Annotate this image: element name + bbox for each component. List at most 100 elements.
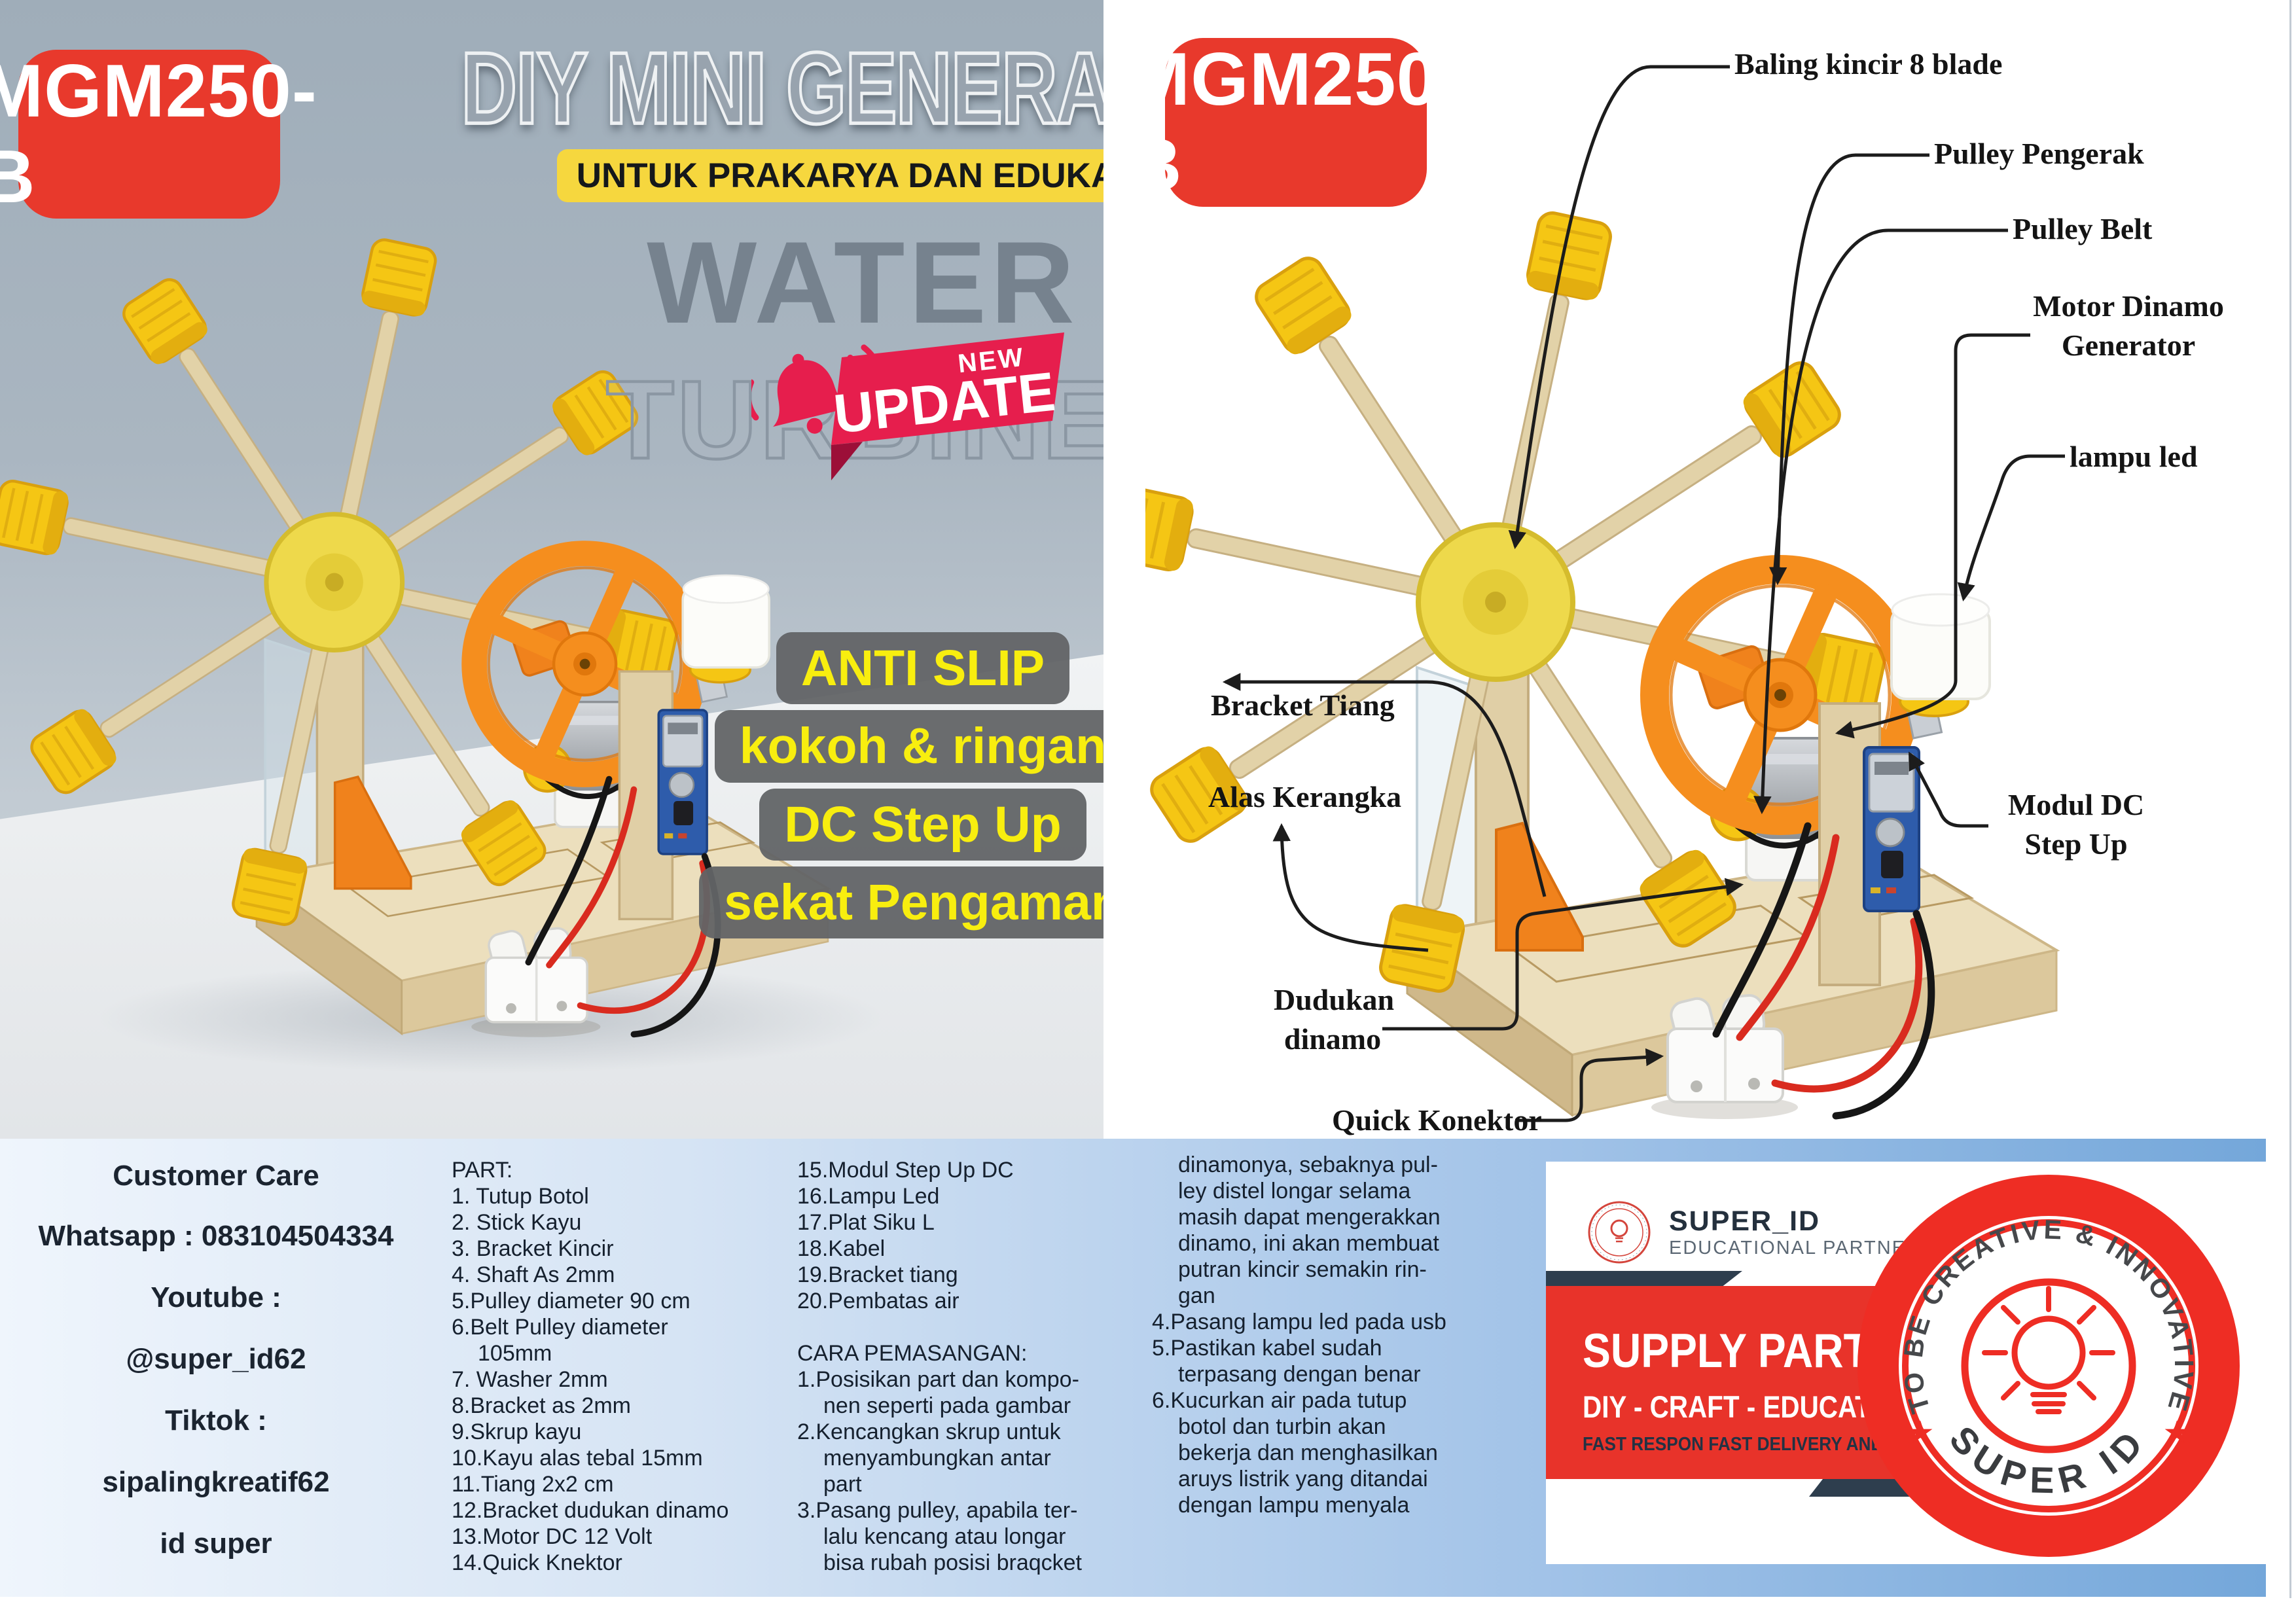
part-item: 7. Washer 2mm xyxy=(452,1367,608,1392)
part-list-column-1: PART: 1. Tutup Botol 2. Stick Kayu 3. Br… xyxy=(452,1157,805,1576)
assembly-step-continuation: masih dapat mengerakkan xyxy=(1178,1205,1441,1230)
assembly-step-continuation: dinamonya, sebaknya pul- xyxy=(1178,1152,1438,1177)
callout-alas-kerangka: Alas Kerangka xyxy=(1208,780,1402,813)
part-list-column-2: 15.Modul Step Up DC 16.Lampu Led 17.Plat… xyxy=(797,1157,1164,1576)
callout-dudukan-line2: dinamo xyxy=(1283,1022,1382,1056)
assembly-step: 2.Kencangkan skrup untuk xyxy=(797,1419,1061,1444)
part-item: 19.Bracket tiang xyxy=(797,1262,958,1287)
feature-kokoh-ringan: kokoh & ringan xyxy=(714,710,1103,783)
callout-quick-konektor: Quick Konektor xyxy=(1332,1103,1542,1137)
part-list-column-3: dinamonya, sebaknya pul- ley distel long… xyxy=(1152,1152,1538,1518)
assembly-step: 6.Kucurkan air pada tutup xyxy=(1152,1388,1407,1413)
assembly-step: 1.Posisikan part dan kompo- xyxy=(797,1367,1079,1392)
part-item: 3. Bracket Kincir xyxy=(452,1236,614,1261)
creative-seal-badge: TO BE CREATIVE & INNOVATIVE SUPER ID ★ ★ xyxy=(1857,1175,2240,1557)
ribbon-shape xyxy=(831,332,1064,445)
part-item: 9.Skrup kayu xyxy=(452,1419,582,1444)
update-small-label: NEW xyxy=(956,343,1026,378)
assembly-step-continuation: botol dan turbin akan xyxy=(1178,1414,1386,1439)
supplier-card: SUPER_ID EDUCATIONAL PARTNER SUPPLY PART… xyxy=(1546,1162,2266,1564)
assembly-step-continuation: dengan lampu menyala xyxy=(1178,1493,1410,1518)
part-list-title: PART: xyxy=(452,1158,513,1183)
assembly-step-continuation: part xyxy=(823,1472,862,1497)
assembly-step-continuation: lalu kencang atau longar xyxy=(823,1524,1066,1549)
page-edge-line xyxy=(2289,0,2291,1598)
brand-block: SUPER_ID EDUCATIONAL PARTNER xyxy=(1587,1200,1921,1265)
assembly-step-continuation: gan xyxy=(1178,1283,1215,1308)
right-diagram-panel: MGM250-B Baling kincir 8 blade Pulley Pe… xyxy=(1145,0,2296,1139)
part-item: 1. Tutup Botol xyxy=(452,1184,589,1209)
assembly-step-continuation: bekerja dan menghasilkan xyxy=(1178,1440,1438,1465)
feature-sekat-pengaman: sekat Pengaman xyxy=(699,866,1103,938)
brand-subtitle: EDUCATIONAL PARTNER xyxy=(1669,1238,1921,1259)
star-icon: ★ xyxy=(1906,1416,1934,1450)
brand-name: SUPER_ID xyxy=(1669,1205,1821,1237)
part-item: 17.Plat Siku L xyxy=(797,1210,935,1235)
whatsapp-line: Whatsapp : 083104504334 xyxy=(38,1220,394,1252)
callout-motor-line2: Generator xyxy=(2061,328,2196,362)
brand-text: SUPER_ID EDUCATIONAL PARTNER xyxy=(1669,1205,1921,1259)
left-product-photo: MGM250-B DIY MINI GENERATOR UNTUK PRAKAR… xyxy=(0,0,1103,1139)
part-item: 10.Kayu alas tebal 15mm xyxy=(452,1446,703,1471)
model-code-label: MGM250-B xyxy=(1145,38,1464,207)
callout-leader-lines xyxy=(1222,65,2065,1122)
star-icon: ★ xyxy=(2162,1416,2191,1450)
lightbulb-icon xyxy=(1982,1286,2115,1414)
assembly-step: 3.Pasang pulley, apabila ter- xyxy=(797,1498,1078,1523)
part-item: 5.Pulley diameter 90 cm xyxy=(452,1289,691,1313)
part-item: 16.Lampu Led xyxy=(797,1184,940,1209)
super-id-logo-icon xyxy=(1588,1201,1651,1264)
model-code-badge: MGM250-B xyxy=(1145,38,1463,207)
assembly-title: CARA PEMASANGAN: xyxy=(797,1341,1028,1366)
model-code-label: MGM250-B xyxy=(0,50,317,219)
part-item-continuation: 105mm xyxy=(478,1341,552,1366)
assembly-step-continuation: aruys listrik yang ditandai xyxy=(1178,1467,1428,1491)
assembly-step-continuation: menyambungkan antar xyxy=(823,1446,1051,1471)
id-super-handle: id super xyxy=(160,1527,272,1560)
callout-pulley-pengerak: Pulley Pengerak xyxy=(1934,137,2144,170)
new-update-ribbon: NEW UPDATE xyxy=(751,332,1064,480)
ribbon-fold xyxy=(831,442,863,480)
callout-motor-dinamo: Motor Dinamo Generator xyxy=(2030,287,2227,365)
callout-pulley-belt: Pulley Belt xyxy=(2013,212,2153,245)
assembly-step-continuation: nen seperti pada gambar xyxy=(823,1393,1071,1418)
assembly-step: 5.Pastikan kabel sudah xyxy=(1152,1336,1382,1361)
turbine-model-diagram xyxy=(1145,65,2296,1139)
part-item: 20.Pembatas air xyxy=(797,1289,960,1313)
callout-modul-dc-step-up: Modul DC Step Up xyxy=(1991,785,2161,864)
customer-care-title: Customer Care xyxy=(113,1160,319,1192)
callout-modul-line2: Step Up xyxy=(2024,827,2128,861)
part-item: 15.Modul Step Up DC xyxy=(797,1158,1014,1183)
part-item: 2. Stick Kayu xyxy=(452,1210,582,1235)
callout-bracket-tiang: Bracket Tiang xyxy=(1211,688,1395,722)
customer-care-block: Customer Care Whatsapp : 083104504334 Yo… xyxy=(0,1160,432,1589)
callout-dudukan-dinamo: Dudukan dinamo xyxy=(1274,980,1395,1059)
assembly-step-continuation: dinamo, ini akan membuat xyxy=(1178,1231,1439,1256)
assembly-step-continuation: ley distel longar selama xyxy=(1178,1179,1411,1204)
model-code-badge: MGM250-B xyxy=(0,50,317,219)
feature-badges: ANTI SLIP kokoh & ringan DC Step Up seka… xyxy=(699,632,1103,938)
youtube-label: Youtube : xyxy=(151,1281,281,1313)
assembly-step-continuation: bisa rubah posisi braqcket xyxy=(823,1550,1083,1575)
feature-anti-slip: ANTI SLIP xyxy=(776,632,1070,705)
part-item: 12.Bracket dudukan dinamo xyxy=(452,1498,729,1523)
part-item: 11.Tiang 2x2 cm xyxy=(452,1472,614,1497)
callout-baling-kincir: Baling kincir 8 blade xyxy=(1734,47,2003,80)
part-item: 6.Belt Pulley diameter xyxy=(452,1315,668,1340)
assembly-step: 4.Pasang lampu led pada usb xyxy=(1152,1310,1446,1334)
part-item: 18.Kabel xyxy=(797,1236,886,1261)
part-item: 8.Bracket as 2mm xyxy=(452,1393,631,1418)
callout-dudukan-line1: Dudukan xyxy=(1274,983,1395,1016)
tiktok-handle: sipalingkreatif62 xyxy=(102,1466,330,1498)
callout-lampu-led: lampu led xyxy=(2070,440,2198,473)
tiktok-label: Tiktok : xyxy=(165,1404,267,1436)
youtube-handle: @super_id62 xyxy=(126,1343,306,1375)
callout-motor-line1: Motor Dinamo xyxy=(2033,289,2224,323)
feature-dc-step-up: DC Step Up xyxy=(759,788,1086,861)
callout-modul-line1: Modul DC xyxy=(2007,788,2145,821)
part-item: 13.Motor DC 12 Volt xyxy=(452,1524,653,1549)
assembly-step-continuation: terpasang dengan benar xyxy=(1178,1362,1421,1387)
page-title: DIY MINI GENERATOR xyxy=(459,31,1103,145)
subtitle-pill: UNTUK PRAKARYA DAN EDUKASI xyxy=(556,149,1103,202)
